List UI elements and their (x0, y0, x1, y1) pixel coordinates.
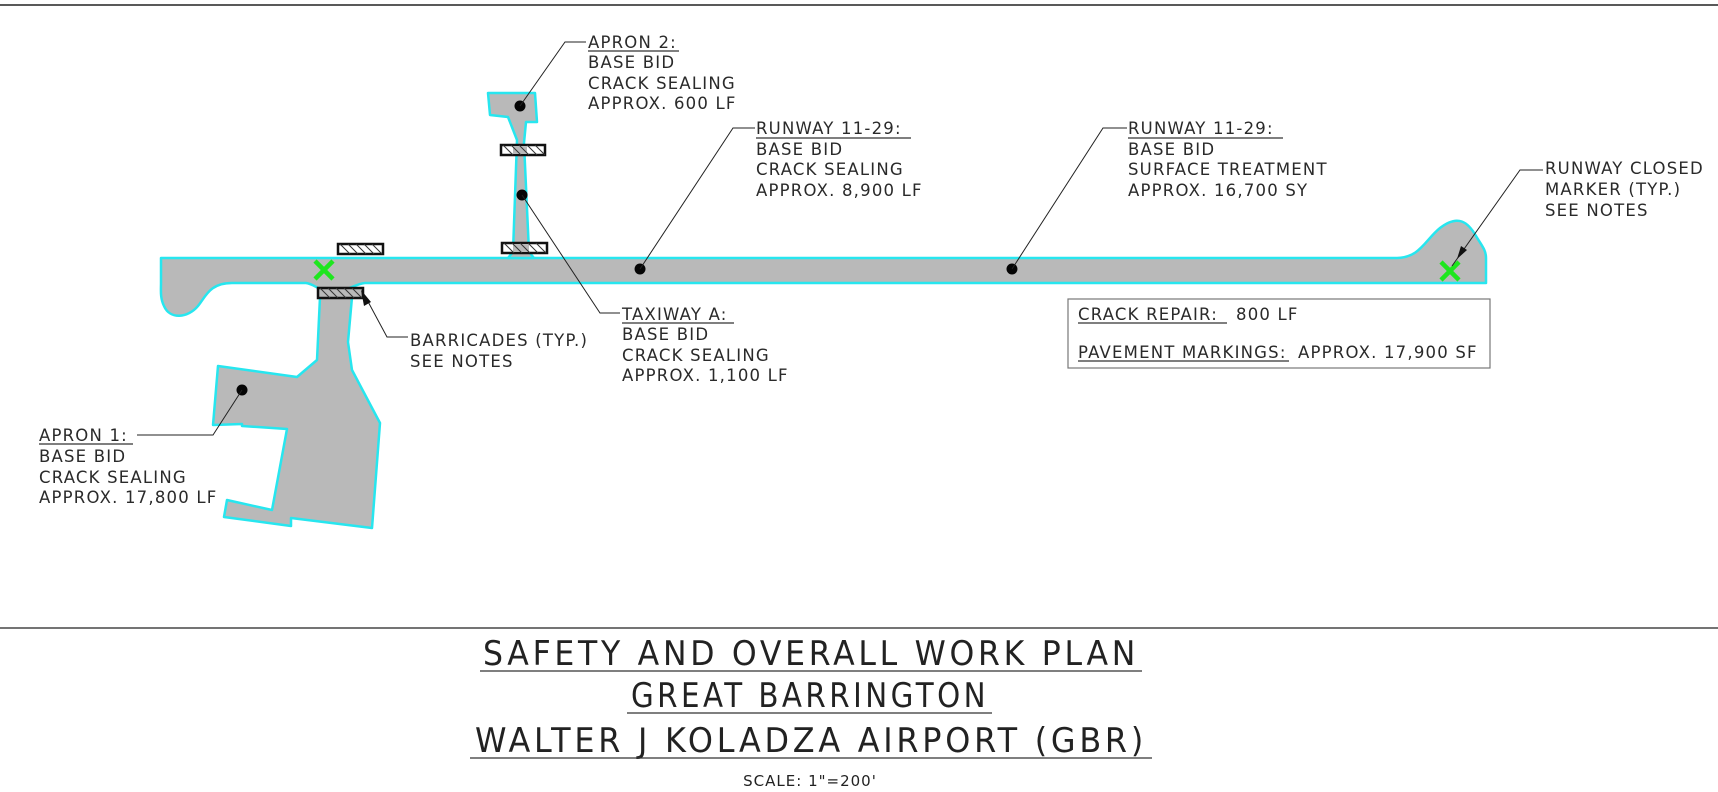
drawing-subtitle-airport: WALTER J KOLADZA AIRPORT (GBR) (475, 721, 1147, 761)
runway-closed-marker (1439, 260, 1461, 282)
label-line: BASE BID (1128, 140, 1215, 159)
label-line: BASE BID (39, 447, 126, 466)
label-line: SURFACE TREATMENT (1128, 160, 1328, 179)
label-line: SEE NOTES (410, 352, 514, 371)
label-line: SEE NOTES (1545, 201, 1649, 220)
apron-1[interactable] (211, 284, 382, 530)
barricade (316, 286, 365, 300)
label-heading: RUNWAY 11-29: (756, 119, 902, 138)
runway-closed-marker-label: RUNWAY CLOSED MARKER (TYP.) SEE NOTES (1545, 159, 1704, 220)
apron-1-label: APRON 1: BASE BID CRACK SEALING APPROX. … (39, 426, 217, 507)
crack-repair-label: CRACK REPAIR: (1078, 305, 1218, 324)
label-line: CRACK SEALING (756, 160, 904, 179)
label-line: BASE BID (588, 53, 675, 72)
apron-1-leader (137, 389, 243, 436)
closed-marker-arrowhead (1457, 246, 1467, 259)
label-heading: RUNWAY 11-29: (1128, 119, 1274, 138)
runway-crack-leader (639, 127, 755, 270)
label-line: BASE BID (622, 325, 709, 344)
label-line: CRACK SEALING (39, 468, 187, 487)
drawing-scale: SCALE: 1"=200' (743, 772, 877, 790)
apron-2-taxiway-a[interactable] (486, 91, 539, 260)
label-line: MARKER (TYP.) (1545, 180, 1681, 199)
taxiway-a-label: TAXIWAY A: BASE BID CRACK SEALING APPROX… (621, 305, 789, 385)
label-line: CRACK SEALING (622, 346, 770, 365)
runway-crack-sealing-label: RUNWAY 11-29: BASE BID CRACK SEALING APP… (756, 119, 923, 200)
label-line: APPROX. 600 LF (588, 94, 737, 113)
drawing-subtitle-town: GREAT BARRINGTON (631, 676, 989, 716)
crack-repair-value: 800 LF (1236, 305, 1299, 324)
apron-2-leader (519, 41, 586, 107)
label-heading: APRON 1: (39, 426, 128, 445)
barricade (499, 143, 547, 157)
label-line: BASE BID (756, 140, 843, 159)
runway-surface-leader (1011, 127, 1127, 270)
label-line: BARRICADES (TYP.) (410, 331, 588, 350)
label-heading: TAXIWAY A: (621, 305, 728, 324)
label-line: APPROX. 8,900 LF (756, 181, 923, 200)
label-line: APPROX. 16,700 SY (1128, 181, 1308, 200)
barricade (336, 242, 385, 256)
label-line: APPROX. 17,800 LF (39, 488, 217, 507)
quantities-summary-box: CRACK REPAIR: 800 LF PAVEMENT MARKINGS: … (1067, 298, 1491, 369)
closed-marker-leader (1451, 169, 1543, 267)
runway-closed-marker (313, 259, 335, 281)
pavement-markings-value: APPROX. 17,900 SF (1298, 343, 1478, 362)
taxiway-a-leader (521, 194, 620, 314)
label-heading: APRON 2: (588, 33, 677, 52)
barricades-label: BARRICADES (TYP.) SEE NOTES (410, 331, 588, 371)
drawing-title: SAFETY AND OVERALL WORK PLAN (483, 634, 1139, 674)
label-line: APPROX. 1,100 LF (622, 366, 789, 385)
runway-surface-treatment-label: RUNWAY 11-29: BASE BID SURFACE TREATMENT… (1128, 119, 1328, 200)
label-line: CRACK SEALING (588, 74, 736, 93)
barricades-arrowhead (361, 290, 371, 306)
barricades-leader (364, 295, 408, 338)
apron-2-label: APRON 2: BASE BID CRACK SEALING APPROX. … (588, 33, 737, 113)
pavement-markings-label: PAVEMENT MARKINGS: (1078, 343, 1287, 362)
title-block: SAFETY AND OVERALL WORK PLAN GREAT BARRI… (470, 634, 1152, 790)
label-line: RUNWAY CLOSED (1545, 159, 1704, 178)
barricade (500, 241, 549, 255)
